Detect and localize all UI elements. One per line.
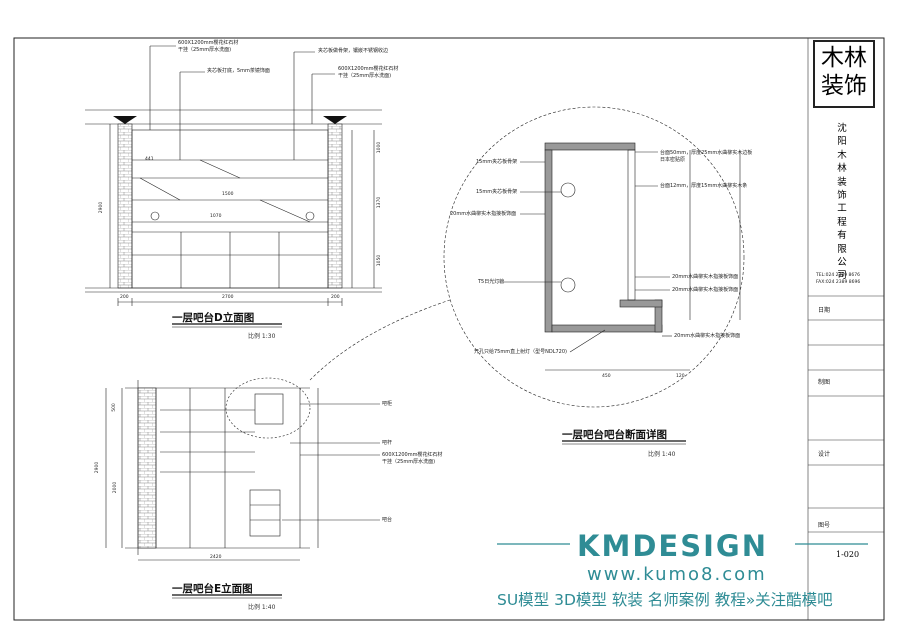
e-dim-v2: 2000 <box>113 481 119 494</box>
d-right-marker <box>323 116 347 124</box>
e-note-bar-cabinet: 吧柜 <box>382 401 393 407</box>
e-elevation-scale: 比例 1:40 <box>248 604 276 611</box>
e-note-stone-l1: 600X1200mm樱花红石材 <box>382 452 443 458</box>
d-note-stone-right-l2: 干挂（25mm厚水洗面) <box>338 73 392 79</box>
contact-tel: TEL:024 2389 8676 <box>816 273 860 278</box>
sec-note-r1-l1: 台面50mm，厚度25mm水曲柳实木边板 <box>660 150 753 156</box>
title-block <box>807 38 884 620</box>
e-dim-v1: 500 <box>111 403 117 412</box>
d-dim-v2: 1370 <box>377 196 383 209</box>
e-elevation <box>105 377 380 561</box>
d-dim-right: 200 <box>331 295 340 300</box>
e-note-stone: 600X1200mm樱花红石材 干挂（25mm厚水洗面) <box>382 452 442 466</box>
sec-dim-w1: 450 <box>602 374 611 379</box>
sec-note-r1-l2: 日本密贴原 <box>660 157 686 163</box>
d-vase-left <box>150 211 160 221</box>
label-date: 日期 <box>818 307 831 314</box>
sec-note-l5: 开孔只给75mm直上射灯（型号NDL720) <box>474 349 567 355</box>
d-elevation <box>85 45 382 306</box>
d-dim-shelf-b: 1500 <box>222 192 234 197</box>
sec-dim-w2: 120 <box>676 374 685 379</box>
label-design: 设计 <box>818 451 831 458</box>
title-underlines <box>172 323 686 599</box>
sec-note-r3: 20mm水曲柳实木指接板饰面 <box>672 274 739 280</box>
d-right-column <box>327 123 343 289</box>
logo-line-2: 装饰 <box>821 73 867 99</box>
e-note-bar-stool: 吧杆 <box>382 440 393 446</box>
section-title: 一层吧台吧台断面详图 <box>562 429 667 441</box>
sec-note-r1: 台面50mm，厚度25mm水曲柳实木边板 日本密贴原 <box>660 150 752 164</box>
d-note-stone-right: 600X1200mm樱花红石材 干挂（25mm厚水洗面) <box>338 66 398 80</box>
d-note-stone-top-l1: 600X1200mm樱花红石材 <box>178 40 239 46</box>
e-detail-callout <box>225 377 311 439</box>
sec-note-l2: 15mm夹芯板骨架 <box>476 189 518 195</box>
e-dim-height: 2900 <box>95 461 101 474</box>
e-note-stone-l2: 干挂（25mm厚水洗面) <box>382 459 436 465</box>
d-dim-v1: 1000 <box>377 141 383 154</box>
leader-curve <box>309 299 451 381</box>
sec-note-r2: 台面12mm，厚度15mm水曲柳实木条 <box>660 183 748 189</box>
label-drawer: 制图 <box>818 379 831 386</box>
watermark-caption: SU模型 3D模型 软装 名师案例 教程»关注酷模吧 <box>497 591 833 609</box>
d-left-column <box>117 123 133 289</box>
sec-note-l1: 15mm夹芯板骨架 <box>476 159 518 165</box>
d-dim-v3: 1050 <box>377 254 383 267</box>
sec-note-r5: 20mm水曲柳实木指接板饰面 <box>674 333 741 339</box>
label-drawing-no: 图号 <box>818 522 831 529</box>
d-note-stone-right-l1: 600X1200mm樱花红石材 <box>338 66 399 72</box>
d-note-frame: 夹芯板做骨架，镶嵌不锈钢收边 <box>318 48 389 54</box>
e-bar-cabinet <box>254 393 284 425</box>
e-elevation-title: 一层吧台E立面图 <box>172 583 253 595</box>
d-dim-shelf-a: 441 <box>145 157 154 162</box>
d-elevation-title: 一层吧台D立面图 <box>172 312 255 324</box>
e-note-bar-counter: 吧台 <box>382 517 393 523</box>
company-name: 沈阳木林装饰工程有限公司 <box>837 123 847 282</box>
d-left-marker <box>113 116 137 124</box>
section-detail <box>309 106 745 408</box>
company-contact: TEL:024 2389 8676 FAX:024 2389 8696 <box>816 272 860 286</box>
d-dim-total: 2700 <box>222 295 234 300</box>
detail-circle <box>443 106 745 408</box>
d-note-stone-top-l2: 干挂（25mm厚水洗面) <box>178 47 232 53</box>
contact-fax: FAX:024 2389 8696 <box>816 280 861 285</box>
sec-note-r4: 20mm水曲柳实木指接板饰面 <box>672 287 739 293</box>
d-note-stone-top: 600X1200mm樱花红石材 干挂（25mm厚水洗面) <box>178 40 238 54</box>
d-dim-left: 200 <box>120 295 129 300</box>
watermark-url: www.kumo8.com <box>587 564 767 585</box>
d-note-mirror: 夹芯板打底，5mm茶镜饰面 <box>207 68 270 74</box>
company-logo: 木林 装饰 <box>813 40 875 108</box>
drawing-number: 1-020 <box>836 550 860 559</box>
d-vase-right <box>305 211 315 221</box>
d-dim-shelf-c: 1070 <box>210 214 222 219</box>
e-bar-counter <box>249 489 281 537</box>
sheet-border <box>13 37 885 621</box>
watermark-brand: KMDESIGN <box>577 529 768 563</box>
d-elevation-scale: 比例 1:30 <box>248 333 276 340</box>
sec-note-l4: T5日光灯管 <box>478 279 505 285</box>
d-dim-height: 2900 <box>99 201 105 214</box>
e-dim-total: 2420 <box>210 555 222 560</box>
section-scale: 比例 1:40 <box>648 451 676 458</box>
e-left-column <box>137 387 157 549</box>
sec-note-l3: 20mm水曲柳实木指接板饰面 <box>450 211 517 217</box>
logo-line-1: 木林 <box>821 45 867 71</box>
